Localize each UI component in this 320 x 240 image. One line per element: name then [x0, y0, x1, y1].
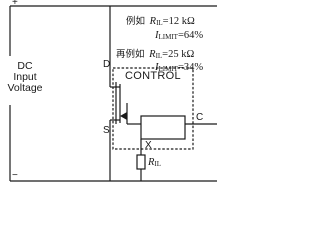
- drain-label: D: [103, 59, 111, 70]
- source-label: S: [103, 125, 110, 136]
- negative-terminal: −: [12, 170, 18, 181]
- dc-input-line1: DC: [17, 60, 33, 72]
- c-pin-label: C: [196, 112, 204, 123]
- positive-terminal: +: [12, 0, 18, 8]
- example2-r-value: =25 kΩ: [162, 49, 195, 60]
- mosfet-arrow: [120, 112, 127, 120]
- dc-input-line3: Voltage: [7, 82, 43, 94]
- example2-i-value: =34%: [177, 62, 204, 73]
- example2-prefix: 再例如: [116, 49, 145, 60]
- example1-i-symbol: ILIMIT: [155, 30, 178, 41]
- circuit-schematic: [9, 5, 217, 182]
- example1-r-line: 例如 RIL=12 kΩ: [126, 16, 195, 28]
- example1-r-symbol: RIL: [149, 16, 163, 27]
- circuit-diagram: + − DC Input Voltage 例如 RIL=12 kΩ ILIMIT…: [2, 0, 217, 182]
- dc-input-label: DC Input Voltage: [2, 61, 48, 94]
- example1-i-line: ILIMIT=64%: [155, 30, 204, 42]
- control-inner-box: [140, 115, 186, 140]
- example2-i-line: ILIMIT=34%: [155, 62, 204, 74]
- example2-r-symbol: RIL: [149, 49, 163, 60]
- example2-r-line: 再例如 RIL=25 kΩ: [116, 49, 195, 61]
- control-label: CONTROL: [125, 70, 181, 82]
- x-pin-label: X: [145, 140, 152, 151]
- example1-i-value: =64%: [177, 30, 204, 41]
- resistor-label: RIL: [148, 157, 162, 168]
- example2-i-symbol: ILIMIT: [155, 62, 178, 73]
- example1-prefix: 例如: [126, 16, 146, 27]
- control-block-outline: [112, 67, 194, 150]
- example1-r-value: =12 kΩ: [162, 16, 195, 27]
- resistor-ril: [136, 154, 146, 170]
- dc-input-line2: Input: [13, 71, 37, 83]
